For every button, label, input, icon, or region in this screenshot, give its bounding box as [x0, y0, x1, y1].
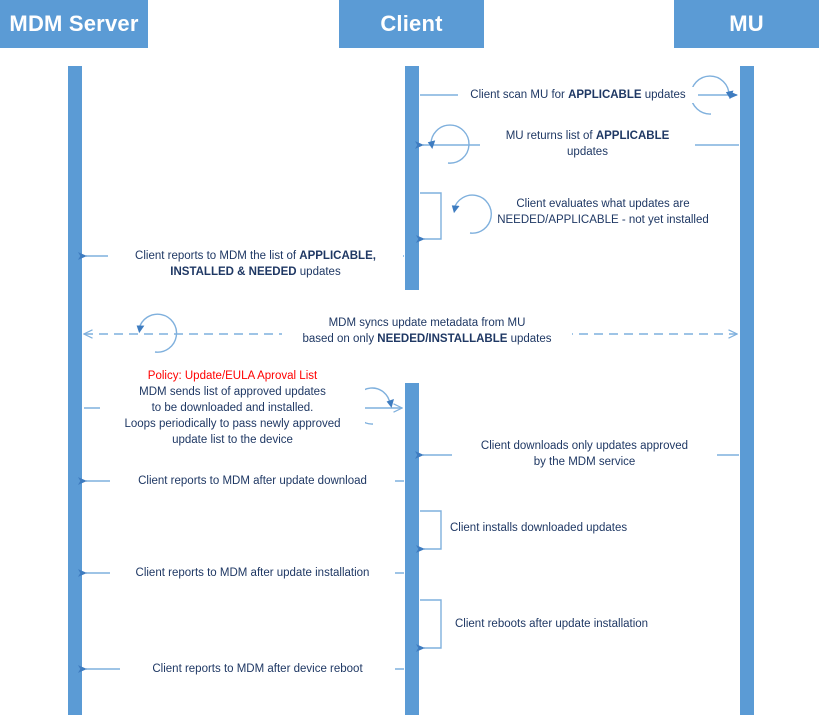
actor-label-mdm-server: MDM Server [9, 11, 139, 36]
message-m11-client-reboots [416, 599, 442, 652]
lifeline-client-upper [405, 66, 419, 290]
message-m1-client-scan-mu [420, 75, 738, 115]
actor-label-mu: MU [729, 11, 764, 36]
lifeline-mu-lower [740, 300, 754, 715]
lifeline-client-lower [405, 383, 419, 715]
message-label-m6: Policy: Update/EULA Aproval List MDM sen… [100, 368, 365, 448]
message-m2-mu-returns-list [415, 124, 739, 164]
actor-box-mdm-server[interactable]: MDM Server [0, 0, 148, 48]
lifeline-mu-upper [740, 66, 754, 300]
loop-arc-m5 [136, 313, 178, 353]
message-m3-client-evaluates [416, 192, 492, 243]
message-m5-mdm-syncs-metadata [84, 313, 737, 353]
lifeline-mdm-server [68, 66, 82, 715]
actor-box-mu[interactable]: MU [674, 0, 819, 48]
loop-arc-m2 [427, 124, 470, 164]
policy-title-text: Policy: Update/EULA Aproval List [147, 370, 318, 382]
loop-arc-m1 [690, 75, 734, 115]
message-m9-client-installs [416, 510, 442, 553]
actor-label-client: Client [380, 11, 443, 36]
actor-box-client[interactable]: Client [339, 0, 484, 48]
loop-arc-m3 [451, 194, 492, 234]
